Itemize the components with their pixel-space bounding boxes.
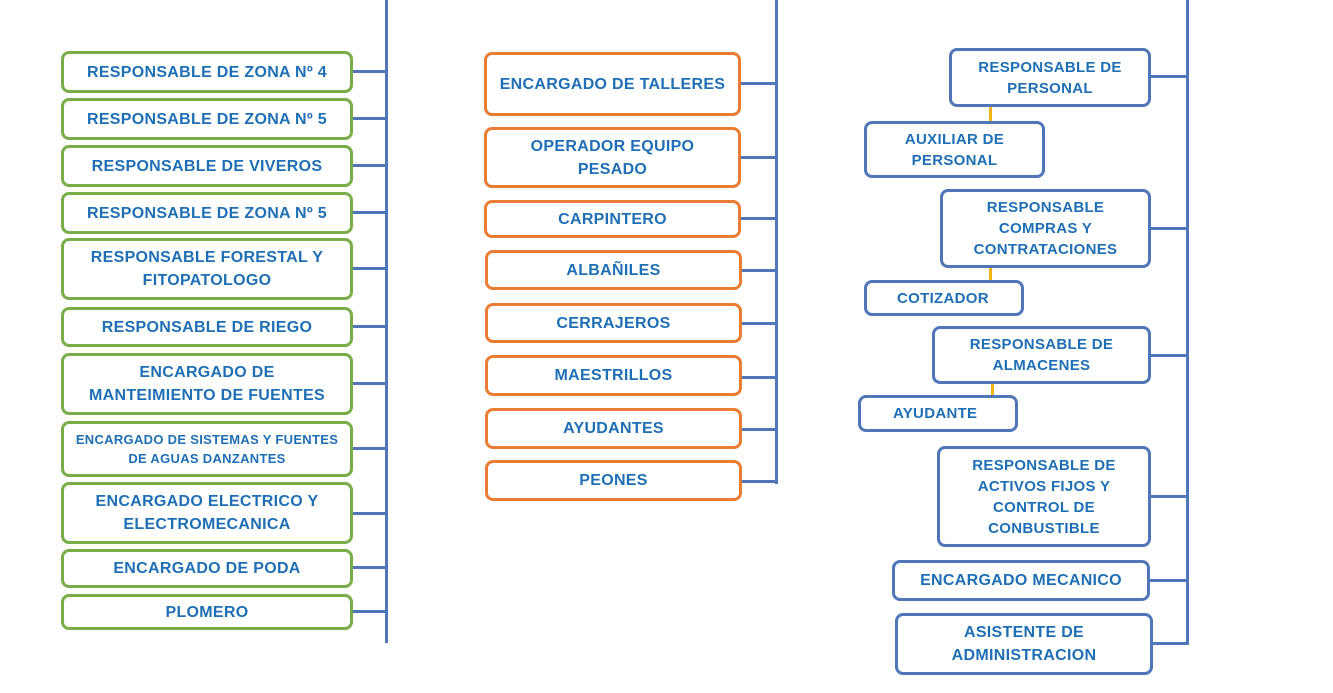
connector [740,322,778,325]
org-box-cerrajeros[interactable]: CERRAJEROS [485,303,742,343]
org-box-asistente-administracion[interactable]: ASISTENTE DE ADMINISTRACION [895,613,1153,675]
group-3-trunk-line [1186,0,1189,645]
org-box-plomero[interactable]: PLOMERO [61,594,353,630]
connector [740,428,778,431]
connector [740,480,778,483]
org-box-carpintero[interactable]: CARPINTERO [484,200,741,238]
org-box-encargado-talleres[interactable]: ENCARGADO DE TALLERES [484,52,741,116]
connector [740,156,778,159]
sub-connector [991,383,994,397]
org-box-responsable-activos-fijos[interactable]: RESPONSABLE DE ACTIVOS FIJOS Y CONTROL D… [937,446,1151,547]
group-1-trunk-line [385,0,388,643]
org-box-responsable-personal[interactable]: RESPONSABLE DE PERSONAL [949,48,1151,107]
connector [1150,495,1189,498]
org-box-maestrillos[interactable]: MAESTRILLOS [485,355,742,396]
connector [352,325,387,328]
sub-connector [989,106,992,122]
connector [1150,75,1189,78]
connector [352,117,387,120]
connector [352,70,387,73]
org-box-encargado-fuentes[interactable]: ENCARGADO DE MANTEIMIENTO DE FUENTES [61,353,353,415]
org-box-responsable-zona-5[interactable]: RESPONSABLE DE ZONA Nº 5 [61,98,353,140]
org-box-responsable-riego[interactable]: RESPONSABLE DE RIEGO [61,307,353,347]
connector [740,217,778,220]
org-box-ayudante[interactable]: AYUDANTE [858,395,1018,432]
org-box-encargado-electrico[interactable]: ENCARGADO ELECTRICO Y ELECTROMECANICA [61,482,353,544]
org-box-cotizador[interactable]: COTIZADOR [864,280,1024,316]
org-box-responsable-zona-5b[interactable]: RESPONSABLE DE ZONA Nº 5 [61,192,353,234]
org-box-encargado-aguas-danzantes[interactable]: ENCARGADO DE SISTEMAS Y FUENTES DE AGUAS… [61,421,353,477]
connector [1150,642,1189,645]
org-box-responsable-almacenes[interactable]: RESPONSABLE DE ALMACENES [932,326,1151,384]
org-box-responsable-forestal[interactable]: RESPONSABLE FORESTAL Y FITOPATOLOGO [61,238,353,300]
connector [1150,354,1189,357]
org-box-ayudantes[interactable]: AYUDANTES [485,408,742,449]
group-2-trunk-line [775,0,778,484]
connector [352,610,387,613]
org-box-encargado-poda[interactable]: ENCARGADO DE PODA [61,549,353,588]
org-box-responsable-compras[interactable]: RESPONSABLE COMPRAS Y CONTRATACIONES [940,189,1151,268]
org-box-auxiliar-personal[interactable]: AUXILIAR DE PERSONAL [864,121,1045,178]
connector [352,566,387,569]
org-box-responsable-zona-4[interactable]: RESPONSABLE DE ZONA Nº 4 [61,51,353,93]
org-box-albaniles[interactable]: ALBAÑILES [485,250,742,290]
connector [352,512,387,515]
sub-connector [989,267,992,281]
connector [740,82,778,85]
connector [352,211,387,214]
connector [740,269,778,272]
connector [1150,227,1189,230]
org-box-encargado-mecanico[interactable]: ENCARGADO MECANICO [892,560,1150,601]
connector [352,382,387,385]
connector [1150,579,1189,582]
org-box-operador-equipo-pesado[interactable]: OPERADOR EQUIPO PESADO [484,127,741,188]
connector [352,447,387,450]
org-box-responsable-viveros[interactable]: RESPONSABLE DE VIVEROS [61,145,353,187]
connector [352,267,387,270]
connector [740,376,778,379]
connector [352,164,387,167]
org-box-peones[interactable]: PEONES [485,460,742,501]
